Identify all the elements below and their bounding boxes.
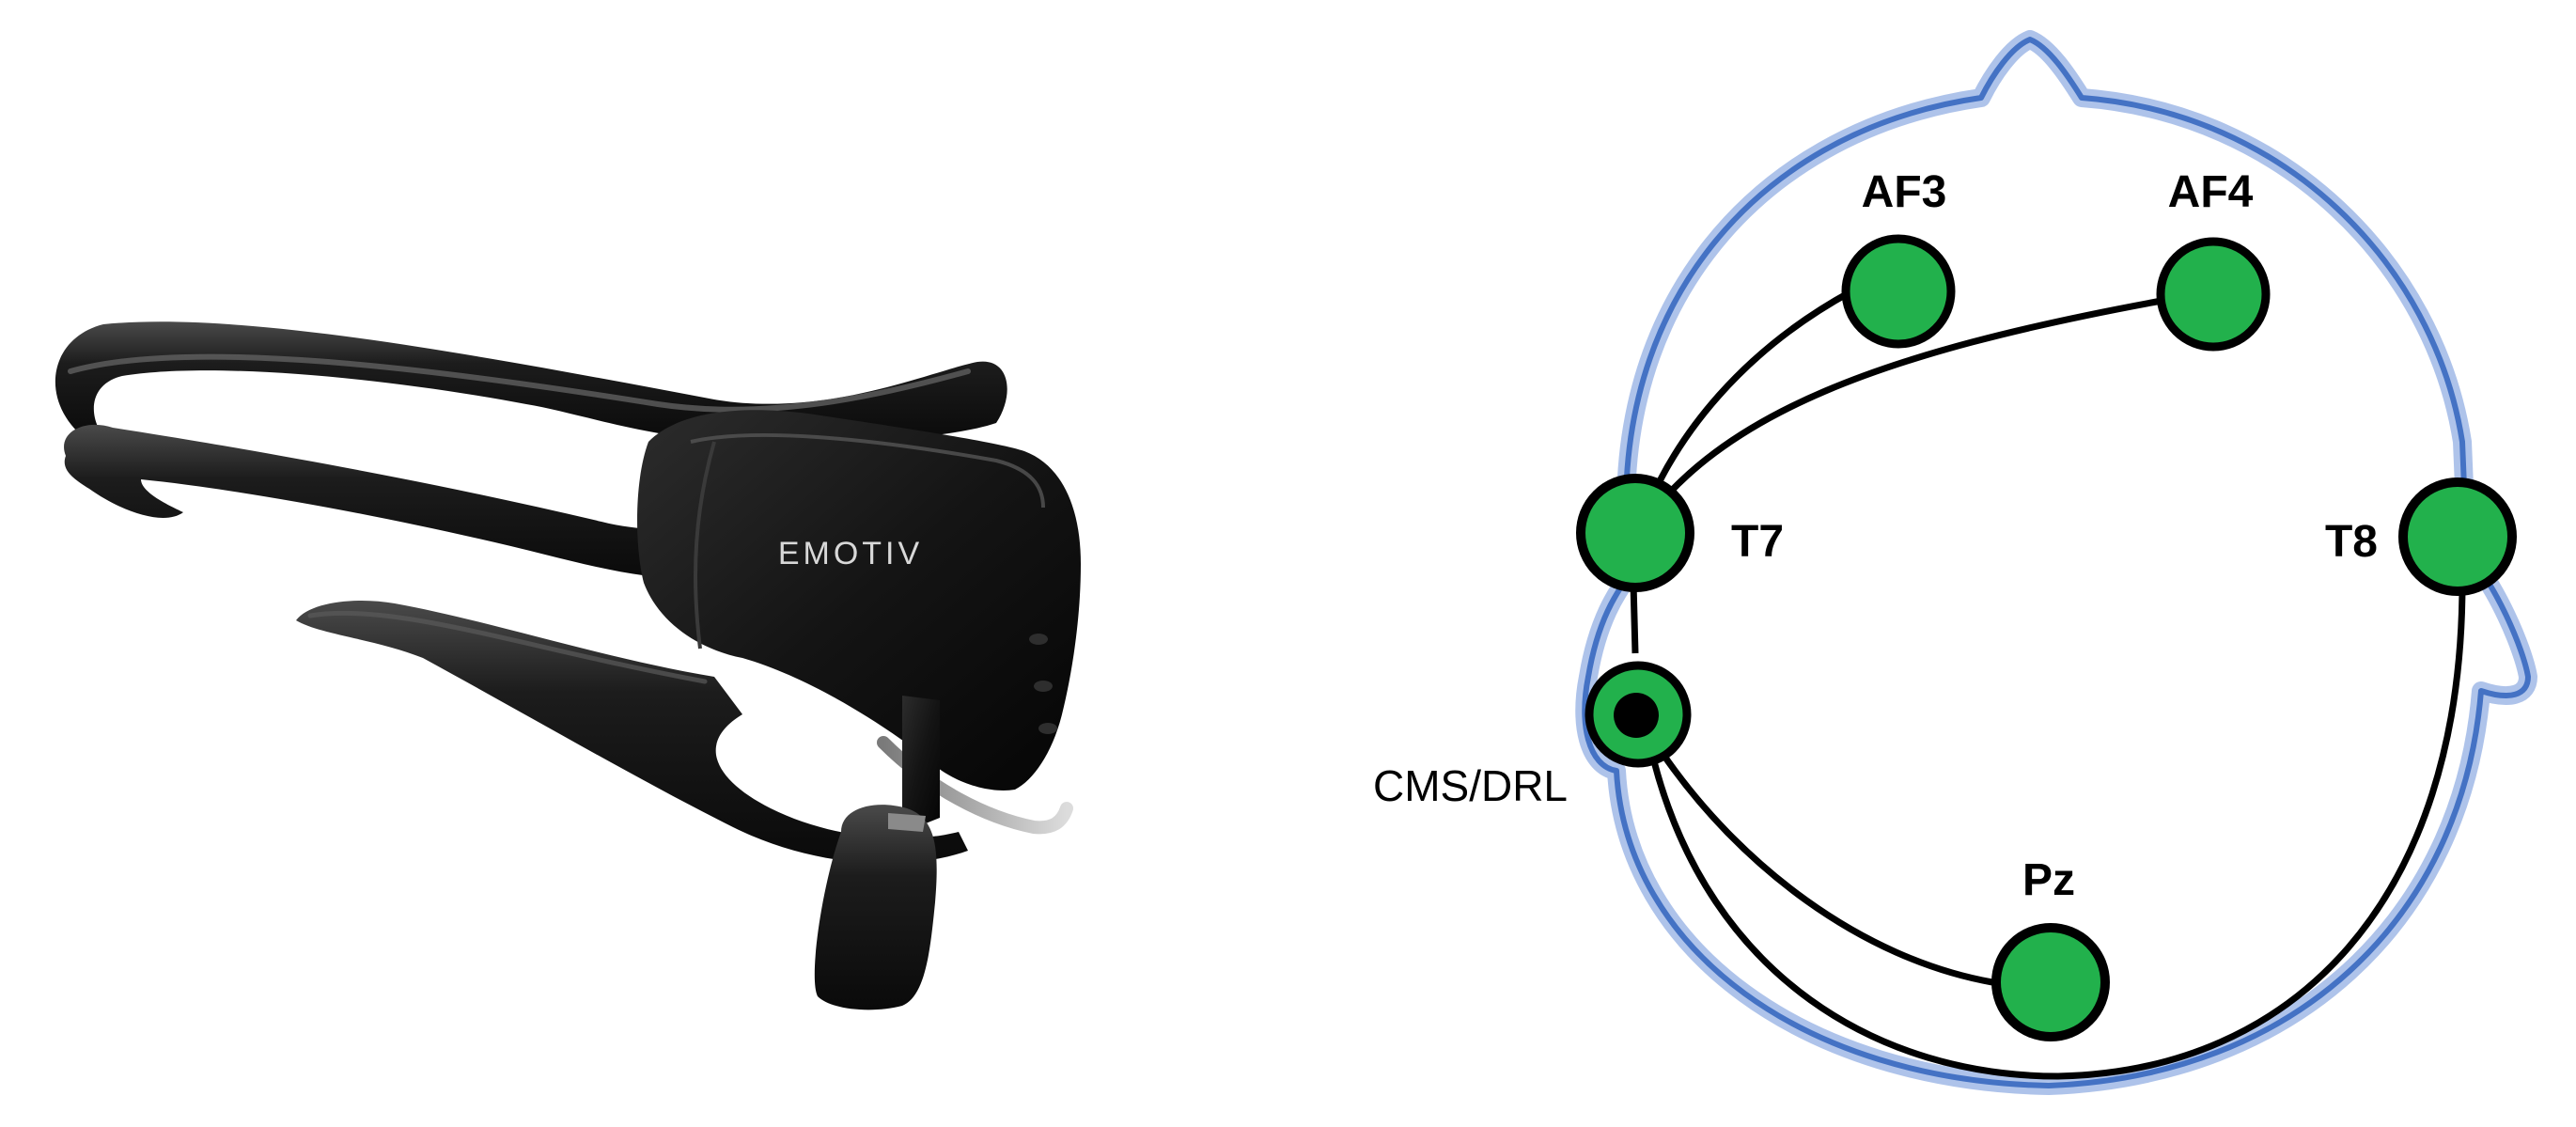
headset-brand-text: EMOTIV [778,536,923,571]
wire-t7-af4 [1635,297,2162,534]
wire-t7-cms [1630,582,1639,654]
headset-port-3 [1038,723,1057,734]
label-pz: Pz [2022,855,2075,905]
label-t7: T7 [1731,517,1784,567]
electrode-t7 [1576,474,1694,592]
electrode-af4 [2156,237,2271,352]
label-af4: AF4 [2168,167,2254,217]
headset-body-sheen [690,432,1045,509]
electrode-af3 [1841,234,1956,349]
electrode-diagram: AF3 AF4 T7 T8 CMS/DRL Pz [1373,30,2537,1095]
headset-main-body [637,410,1081,790]
headset-middle-band [64,424,715,579]
headset-top-band-highlight [68,353,971,413]
headset-sensor-arm [902,696,940,827]
headset-port-2 [1034,681,1053,692]
headset-lower-arm-highlight [307,610,708,684]
electrode-cms-drl-center [1614,693,1659,738]
headset-port-1 [1029,634,1048,645]
wire-cms-pz [1659,750,1993,986]
label-cms-drl: CMS/DRL [1373,761,1568,810]
headset-sensor-pod [814,805,937,1010]
label-af3: AF3 [1862,167,1947,217]
label-t8: T8 [2325,517,2378,567]
headset-lower-arm [296,601,968,864]
headset-sensor-cap [888,813,926,832]
headset-body-panel-line [694,441,716,650]
electrode-t8 [2398,477,2517,596]
emotiv-headset-image: EMOTIV [55,321,1081,1010]
electrode-pz [1991,923,2110,1041]
wire-loop-t8 [1650,582,2466,1080]
